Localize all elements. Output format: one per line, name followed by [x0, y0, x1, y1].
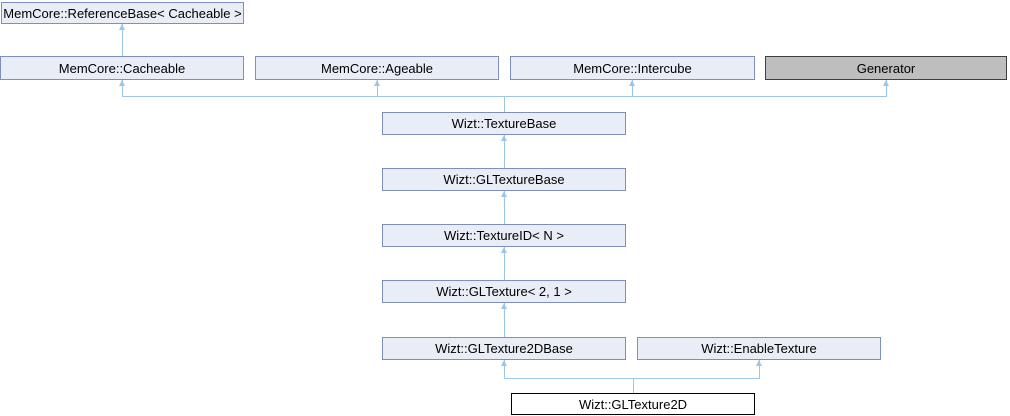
inheritance-arrowhead-icon — [119, 24, 125, 30]
inheritance-edge-line — [759, 360, 760, 378]
inheritance-edge-line — [504, 360, 505, 378]
class-node-wizt-gltexture2dbase[interactable]: Wizt::GLTexture2DBase — [382, 337, 626, 360]
inheritance-arrowhead-icon — [756, 360, 762, 366]
inheritance-edge-line — [504, 378, 760, 379]
class-node-wizt-gltexture2d: Wizt::GLTexture2D — [511, 393, 755, 415]
inheritance-edge-line — [122, 80, 123, 96]
inheritance-edge-line — [122, 24, 123, 56]
inheritance-arrowhead-icon — [501, 360, 507, 366]
class-node-wizt-enabletexture[interactable]: Wizt::EnableTexture — [637, 337, 881, 360]
inheritance-arrowhead-icon — [119, 80, 125, 86]
class-node-memcore-intercube[interactable]: MemCore::Intercube — [510, 56, 755, 80]
class-node-generator: Generator — [765, 56, 1007, 80]
class-node-wizt-texturebase[interactable]: Wizt::TextureBase — [382, 112, 626, 135]
class-node-wizt-gltexture-2-1[interactable]: Wizt::GLTexture< 2, 1 > — [382, 280, 626, 303]
inheritance-edge-line — [504, 96, 505, 112]
inheritance-edge-line — [377, 80, 378, 96]
inheritance-arrowhead-icon — [501, 247, 507, 253]
inheritance-edge-line — [886, 80, 887, 96]
inheritance-arrowhead-icon — [629, 80, 635, 86]
inheritance-edge-line — [633, 378, 634, 393]
inheritance-edge-line — [504, 247, 505, 280]
inheritance-arrowhead-icon — [501, 303, 507, 309]
inheritance-edge-line — [504, 191, 505, 224]
inheritance-edge-line — [504, 135, 505, 168]
class-node-memcore-referencebase-cacheable[interactable]: MemCore::ReferenceBase< Cacheable > — [1, 2, 244, 24]
inheritance-edge-line — [632, 80, 633, 96]
class-node-wizt-gltexturebase[interactable]: Wizt::GLTextureBase — [382, 168, 626, 191]
inheritance-arrowhead-icon — [374, 80, 380, 86]
inheritance-arrowhead-icon — [501, 135, 507, 141]
inheritance-arrowhead-icon — [883, 80, 889, 86]
inheritance-edge-line — [504, 303, 505, 337]
class-node-memcore-ageable[interactable]: MemCore::Ageable — [255, 56, 499, 80]
class-node-memcore-cacheable[interactable]: MemCore::Cacheable — [0, 56, 244, 80]
inheritance-arrowhead-icon — [501, 191, 507, 197]
class-node-wizt-textureid-n[interactable]: Wizt::TextureID< N > — [382, 224, 626, 247]
